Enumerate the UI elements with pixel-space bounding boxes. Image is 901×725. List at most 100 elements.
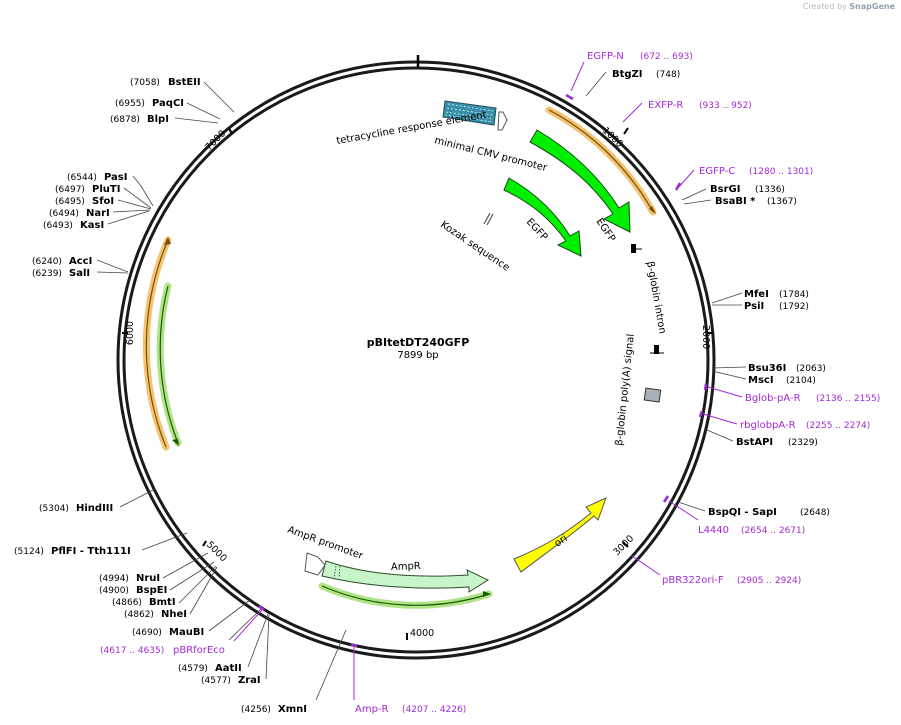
site-position: (2104)	[786, 376, 816, 386]
site-position: (6544)	[67, 173, 97, 183]
site-name: AccI	[69, 256, 92, 267]
site-name: NheI	[161, 609, 187, 620]
site-name: PluTI	[92, 184, 120, 195]
tick-label: 5000	[204, 539, 229, 564]
primer-leader	[668, 500, 699, 521]
tick-label: 6000	[125, 321, 136, 345]
feature-label: EGFP	[524, 217, 550, 243]
tetracycline-response-element	[442, 100, 508, 131]
feature-label: β-globin intron	[644, 261, 668, 335]
leader-line	[178, 565, 217, 604]
site-name: SalI	[69, 268, 90, 279]
leader-line	[141, 532, 188, 551]
primer-mark	[662, 495, 670, 503]
leader-line	[711, 292, 743, 304]
ampr-promoter-arrow	[304, 552, 326, 576]
primer-binding-arrowhead	[164, 237, 171, 245]
primer-position: (4617 .. 4635)	[100, 646, 164, 656]
primer-leader	[707, 386, 743, 398]
primer-name: Amp-R	[355, 704, 389, 715]
minimal-cmv-promoter-arrow	[497, 111, 508, 131]
primer-position: (2136 .. 2155)	[816, 394, 880, 404]
tick-mark	[623, 127, 629, 135]
site-position: (1336)	[755, 185, 785, 195]
ori-arrow	[513, 497, 607, 573]
site-name: MauBI	[169, 627, 204, 638]
primer-mark	[674, 182, 682, 191]
feature-label: Kozak sequence	[438, 219, 511, 273]
site-name: BsaBI *	[715, 196, 756, 207]
primer-leaders	[233, 61, 743, 700]
site-name: BlpI	[147, 114, 169, 125]
leader-line	[107, 210, 150, 225]
primer-mark	[698, 410, 704, 418]
credit-prefix: Created by	[802, 2, 847, 11]
backbone-inner	[122, 66, 710, 654]
leader-line	[706, 429, 734, 442]
primer-leader	[702, 413, 738, 425]
site-name: AatII	[215, 663, 242, 674]
site-leaders-right	[585, 71, 747, 512]
leader-line	[711, 370, 747, 380]
site-position: (1792)	[779, 302, 809, 312]
tre-block	[442, 100, 497, 126]
site-position: (6240)	[32, 257, 62, 267]
primer-leader	[677, 169, 695, 189]
ampr-arrow	[321, 560, 490, 593]
site-name: Bsu36I	[748, 363, 786, 374]
primer-leader	[631, 555, 661, 576]
primer-mark	[258, 605, 265, 611]
leader-line	[162, 552, 209, 579]
site-position: (4994)	[99, 574, 129, 584]
site-name: SfoI	[92, 196, 114, 207]
primer-name: EGFP-N	[587, 51, 624, 62]
primer-name: rbglobpA-R	[740, 420, 796, 431]
egfp-arrow-inner	[503, 177, 582, 257]
site-position: (1367)	[767, 197, 797, 207]
site-name: MfeI	[744, 289, 769, 300]
primer-leader	[233, 609, 263, 642]
site-name: KasI	[80, 220, 104, 231]
primer-binding-arc-line	[159, 285, 179, 444]
site-name: PsiI	[744, 301, 764, 312]
primer-name: pBRforEco	[173, 645, 225, 656]
leader-line	[265, 614, 270, 680]
site-position: (2648)	[800, 508, 830, 518]
primer-position: (4207 .. 4226)	[402, 705, 466, 715]
primer-position: (1280 .. 1301)	[749, 167, 813, 177]
beta-globin-intron-end	[654, 345, 659, 354]
plasmid-length: 7899 bp	[397, 350, 438, 361]
primer-binding-arc-line	[145, 239, 169, 448]
primer-binding-arrowhead	[172, 439, 179, 446]
beta-globin-intron-start	[631, 244, 636, 253]
feature-label: AmpR promoter	[286, 524, 365, 562]
leader-line	[247, 613, 269, 668]
site-position: (6494)	[49, 209, 79, 219]
primer-binding-arrowhead	[649, 206, 656, 214]
leader-line	[174, 117, 219, 124]
site-position: (748)	[656, 70, 680, 80]
tick-label: 4000	[410, 628, 434, 639]
site-name: HindIII	[76, 503, 113, 514]
leader-line	[711, 366, 747, 369]
site-position: (6493)	[43, 221, 73, 231]
primer-position: (2905 .. 2924)	[737, 576, 801, 586]
site-position: (4577)	[201, 676, 231, 686]
site-name: PasI	[104, 172, 127, 183]
backbone-outer	[116, 60, 716, 660]
feature-label: tetracycline response element	[336, 110, 488, 147]
site-position: (6878)	[110, 115, 140, 125]
primer-binding-arc-line	[321, 585, 490, 606]
leader-line	[228, 608, 262, 641]
primer-leader	[570, 61, 585, 92]
kozak-marker	[483, 212, 491, 225]
site-position: (4900)	[99, 586, 129, 596]
site-position: (2329)	[788, 438, 818, 448]
site-name: BstAPI	[736, 437, 773, 448]
leader-line	[585, 71, 607, 97]
site-position: (7058)	[130, 78, 160, 88]
leader-line	[683, 199, 712, 205]
site-position: (4579)	[178, 664, 208, 674]
primer-name: EXFP-R	[648, 100, 683, 111]
